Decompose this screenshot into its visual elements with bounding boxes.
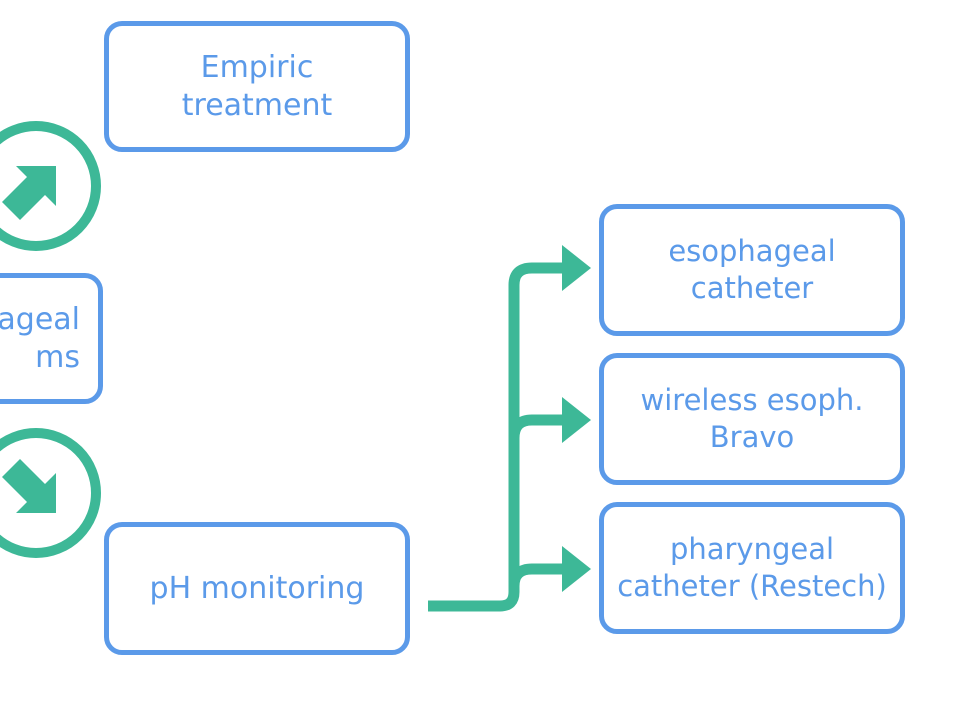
arrow-down-right-icon — [0, 428, 101, 558]
wireless-bravo-box: wireless esoph. Bravo — [599, 353, 905, 485]
arrowhead-esophageal — [562, 245, 591, 291]
arrow-up-right-icon — [0, 121, 101, 251]
wireless-bravo-label: wireless esoph. Bravo — [640, 383, 864, 454]
connector-branch-wireless — [508, 414, 566, 439]
arrowhead-pharyngeal — [562, 546, 591, 592]
connector-trunk — [428, 262, 566, 612]
connector-branch-pharyngeal — [508, 563, 566, 587]
ph-monitoring-box: pH monitoring — [104, 522, 410, 655]
esophageal-symptoms-label: ageal ms — [0, 301, 80, 375]
branch-connector — [428, 262, 566, 612]
empiric-treatment-box: Empiric treatment — [104, 21, 410, 152]
ph-monitoring-label: pH monitoring — [149, 570, 365, 606]
arrowhead-wireless — [562, 397, 591, 443]
esophageal-symptoms-box: ageal ms — [0, 273, 103, 404]
pharyngeal-catheter-label: pharyngeal catheter (Restech) — [617, 532, 887, 603]
empiric-treatment-label: Empiric treatment — [181, 49, 333, 123]
esophageal-catheter-box: esophageal catheter — [599, 204, 905, 336]
pharyngeal-catheter-box: pharyngeal catheter (Restech) — [599, 502, 905, 634]
esophageal-catheter-label: esophageal catheter — [668, 234, 836, 305]
